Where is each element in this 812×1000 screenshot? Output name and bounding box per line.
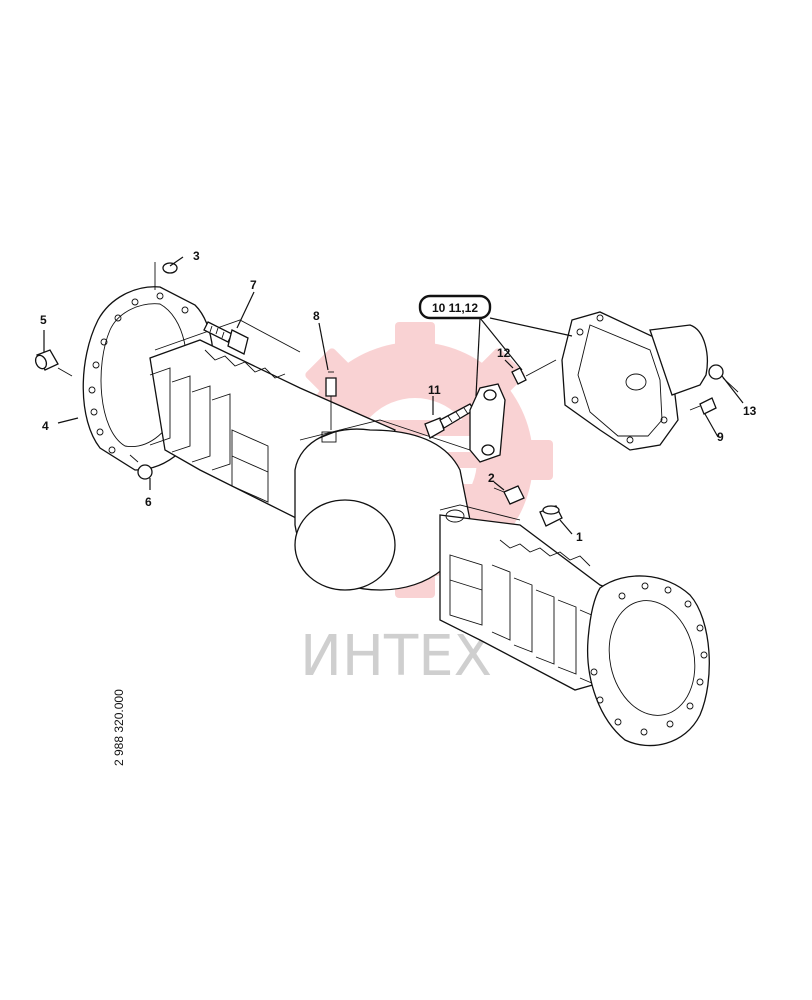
plug-part-1: [539, 505, 563, 527]
plug-part-3: [154, 262, 178, 290]
left-flange-bolt-holes: [88, 292, 189, 454]
screw-part-9: [689, 397, 717, 415]
carrier-cover: [561, 311, 708, 451]
callout-8: 8: [313, 309, 320, 323]
drawing-number: 2 988 320.000: [112, 689, 126, 766]
bolt-part-7: [203, 321, 249, 355]
callout-5: 5: [40, 313, 47, 327]
callout-3: 3: [193, 249, 200, 263]
plug-part-6: [129, 454, 153, 480]
right-arm-ribs: [439, 504, 595, 685]
group-label: 10 11,12: [432, 301, 478, 315]
axle-housing: [82, 286, 710, 747]
callout-11: 11: [428, 383, 441, 397]
callout-12: 12: [497, 346, 511, 360]
left-arm-ribs: [149, 319, 301, 503]
callout-6: 6: [145, 495, 152, 509]
watermark-text: ИНТЕХ: [300, 624, 492, 689]
pin-part-5: [34, 349, 73, 377]
callout-1: 1: [576, 530, 583, 544]
callout-2: 2: [488, 471, 495, 485]
bolt-part-11: [424, 403, 475, 439]
right-flange-bolt-holes: [590, 582, 708, 736]
callout-7: 7: [250, 278, 257, 292]
callout-13: 13: [743, 404, 757, 418]
pin-part-12: [511, 359, 557, 385]
callout-9: 9: [717, 430, 724, 444]
group-label-frame: [418, 294, 492, 320]
callout-4: 4: [42, 419, 49, 433]
leader-lines: [43, 256, 744, 535]
nipple-part-8: [325, 371, 337, 430]
bracket-part-10: [469, 383, 506, 463]
pin-part-2: [493, 485, 525, 505]
